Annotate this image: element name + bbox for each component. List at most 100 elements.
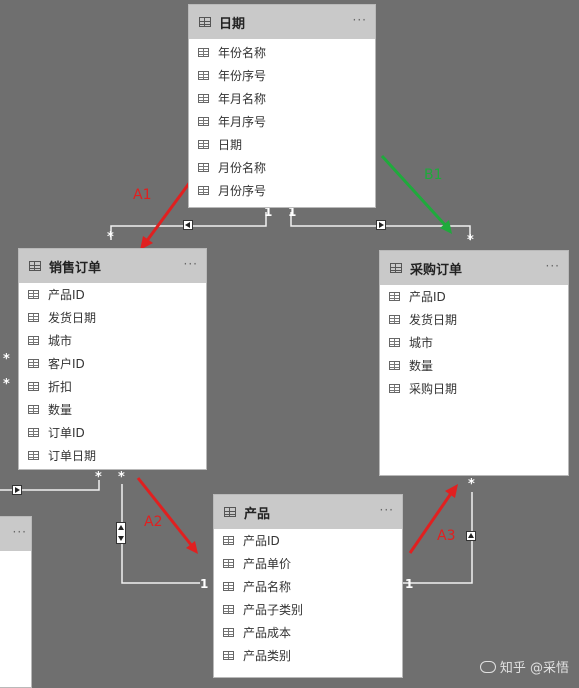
field-row[interactable]: 年份名称 xyxy=(189,41,375,64)
wechat-logo-icon xyxy=(479,660,496,673)
field-row[interactable]: 客户ID xyxy=(19,352,206,375)
arrow-a3 xyxy=(408,491,454,554)
field-row[interactable]: 采购日期 xyxy=(380,377,568,400)
cardinality-many-left-edge-1: * xyxy=(3,352,10,367)
column-icon xyxy=(389,361,400,370)
field-row[interactable]: 产品ID xyxy=(19,283,206,306)
column-icon xyxy=(223,559,234,568)
field-list: 产品ID 产品单价 产品名称 产品子类别 产品成本 产品类别 xyxy=(214,529,402,667)
field-row[interactable]: 月份名称 xyxy=(189,156,375,179)
field-row[interactable]: 产品ID xyxy=(380,285,568,308)
filter-direction-up[interactable] xyxy=(466,531,476,541)
column-icon xyxy=(223,536,234,545)
column-icon xyxy=(389,292,400,301)
field-row[interactable]: 月份序号 xyxy=(189,179,375,202)
cardinality-one-date-right: 1 xyxy=(288,205,297,219)
annotation-a1: A1 xyxy=(133,187,152,203)
table-card-sales-order[interactable]: 销售订单 ··· 产品ID 发货日期 城市 客户ID 折扣 数量 订单ID 订单… xyxy=(18,248,207,470)
field-row[interactable]: 产品名称 xyxy=(214,575,402,598)
field-row[interactable]: 日期 xyxy=(189,133,375,156)
more-options-icon[interactable]: ··· xyxy=(545,259,560,273)
table-icon xyxy=(224,507,236,517)
field-row[interactable]: 折扣 xyxy=(19,375,206,398)
column-icon xyxy=(223,582,234,591)
field-row[interactable]: 发货日期 xyxy=(380,308,568,331)
field-row[interactable]: 发货日期 xyxy=(19,306,206,329)
cardinality-one-product-right: 1 xyxy=(405,577,414,591)
column-icon xyxy=(198,71,209,80)
field-row[interactable]: 数量 xyxy=(380,354,568,377)
cardinality-many-sales: * xyxy=(107,230,114,245)
column-icon xyxy=(28,382,39,391)
column-icon xyxy=(198,163,209,172)
filter-direction-right-left[interactable] xyxy=(12,485,22,495)
cardinality-many-sales-left: * xyxy=(95,470,102,485)
cardinality-many-left-edge-2: * xyxy=(3,377,10,392)
field-list: 产品ID 发货日期 城市 数量 采购日期 xyxy=(380,285,568,400)
column-icon xyxy=(198,48,209,57)
field-list: 产品ID 发货日期 城市 客户ID 折扣 数量 订单ID 订单日期 xyxy=(19,283,206,467)
field-row[interactable]: 产品子类别 xyxy=(214,598,402,621)
more-options-icon[interactable]: ··· xyxy=(352,13,367,27)
column-icon xyxy=(223,605,234,614)
more-options-icon[interactable]: ··· xyxy=(379,503,394,517)
column-icon xyxy=(389,315,400,324)
annotation-b1: B1 xyxy=(424,167,443,183)
column-icon xyxy=(28,451,39,460)
column-icon xyxy=(198,94,209,103)
more-options-icon[interactable]: ··· xyxy=(12,525,27,539)
field-row[interactable]: 产品类别 xyxy=(214,644,402,667)
column-icon xyxy=(28,313,39,322)
filter-direction-left[interactable] xyxy=(183,220,193,230)
column-icon xyxy=(389,384,400,393)
column-icon xyxy=(389,338,400,347)
arrow-b1 xyxy=(380,154,448,228)
more-options-icon[interactable]: ··· xyxy=(183,257,198,271)
table-header[interactable]: 产品 ··· xyxy=(214,495,402,529)
table-icon xyxy=(199,17,211,27)
annotation-a2: A2 xyxy=(144,514,163,530)
table-card-date[interactable]: 日期 ··· 年份名称 年份序号 年月名称 年月序号 日期 月份名称 月份序号 xyxy=(188,4,376,208)
table-header[interactable]: 日期 ··· xyxy=(189,5,375,39)
line-sales-product xyxy=(121,484,200,584)
field-row[interactable]: 订单日期 xyxy=(19,444,206,467)
field-row[interactable]: 产品成本 xyxy=(214,621,402,644)
field-row[interactable]: 城市 xyxy=(380,331,568,354)
column-icon xyxy=(28,290,39,299)
table-header[interactable]: 销售订单 ··· xyxy=(19,249,206,283)
cardinality-one-product-left: 1 xyxy=(200,577,209,591)
watermark-text: 知乎 @采悟 xyxy=(499,661,569,676)
cardinality-many-sales-product: * xyxy=(118,470,125,485)
line-sales-left xyxy=(0,480,100,491)
table-card-product[interactable]: 产品 ··· 产品ID 产品单价 产品名称 产品子类别 产品成本 产品类别 xyxy=(213,494,403,678)
table-title: 采购订单 xyxy=(410,262,463,278)
cardinality-one-date-left: 1 xyxy=(264,205,273,219)
line-product-purchase xyxy=(403,492,473,584)
field-row[interactable]: 产品ID xyxy=(214,529,402,552)
watermark: 知乎 @采悟 xyxy=(479,657,569,676)
filter-direction-both[interactable] xyxy=(116,522,126,544)
field-row[interactable]: 数量 xyxy=(19,398,206,421)
field-row[interactable]: 年份序号 xyxy=(189,64,375,87)
field-row[interactable]: 城市 xyxy=(19,329,206,352)
column-icon xyxy=(223,651,234,660)
table-card-partial-left[interactable]: ··· xyxy=(0,516,32,688)
table-icon xyxy=(390,263,402,273)
table-title: 日期 xyxy=(219,16,246,32)
field-row[interactable]: 订单ID xyxy=(19,421,206,444)
field-row[interactable]: 年月名称 xyxy=(189,87,375,110)
column-icon xyxy=(198,117,209,126)
column-icon xyxy=(28,336,39,345)
table-header[interactable]: 采购订单 ··· xyxy=(380,251,568,285)
field-row[interactable]: 产品单价 xyxy=(214,552,402,575)
table-card-purchase-order[interactable]: 采购订单 ··· 产品ID 发货日期 城市 数量 采购日期 xyxy=(379,250,569,476)
field-row[interactable]: 年月序号 xyxy=(189,110,375,133)
column-icon xyxy=(28,428,39,437)
filter-direction-right[interactable] xyxy=(376,220,386,230)
column-icon xyxy=(223,628,234,637)
table-header[interactable]: ··· xyxy=(0,517,31,551)
arrow-a2 xyxy=(136,477,194,547)
cardinality-many-purchase-product: * xyxy=(468,477,475,492)
column-icon xyxy=(28,359,39,368)
